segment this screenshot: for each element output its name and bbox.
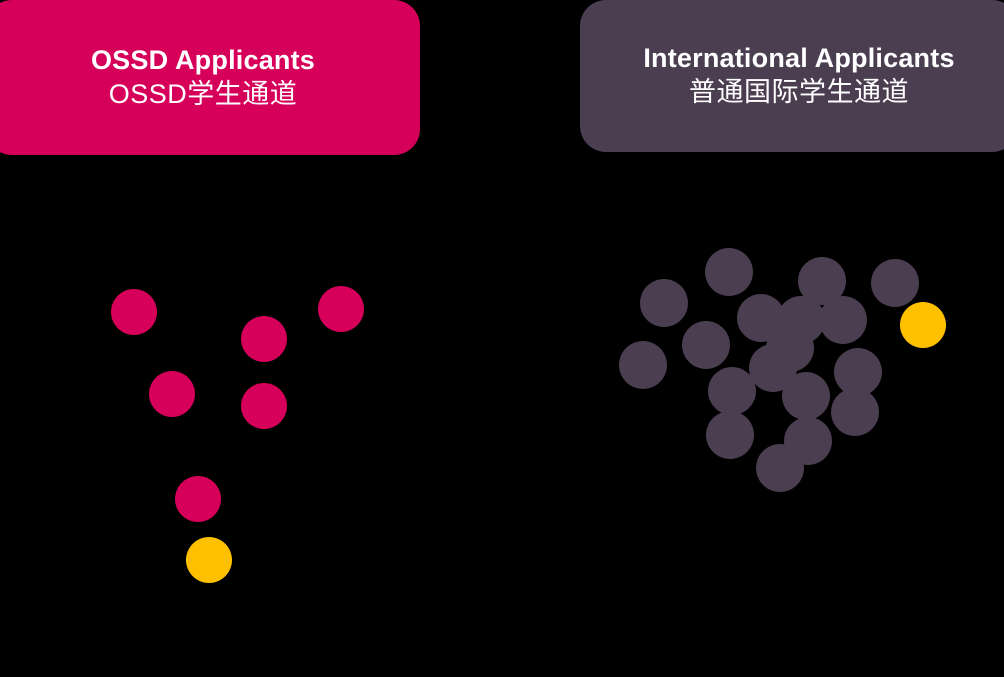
dot bbox=[640, 279, 688, 327]
dot bbox=[784, 417, 832, 465]
dot bbox=[705, 248, 753, 296]
dot bbox=[819, 296, 867, 344]
card-international-applicants[interactable]: International Applicants 普通国际学生通道 bbox=[580, 0, 1004, 152]
dot bbox=[834, 348, 882, 396]
dot bbox=[777, 296, 825, 344]
card-ossd-title-en: OSSD Applicants bbox=[90, 44, 316, 75]
dot bbox=[111, 289, 157, 335]
card-ossd-applicants[interactable]: OSSD Applicants OSSD学生通道 bbox=[0, 0, 420, 155]
dot-highlight bbox=[900, 302, 946, 348]
card-international-title-zh: 普通国际学生通道 bbox=[689, 77, 909, 107]
dot bbox=[766, 324, 814, 372]
dot bbox=[175, 476, 221, 522]
dot bbox=[619, 341, 667, 389]
card-ossd-title-zh: OSSD学生通道 bbox=[108, 78, 298, 109]
card-international-title-en: International Applicants bbox=[643, 43, 955, 74]
dot bbox=[318, 286, 364, 332]
dot bbox=[756, 444, 804, 492]
dot bbox=[682, 321, 730, 369]
dot bbox=[737, 294, 785, 342]
dot bbox=[708, 367, 756, 415]
dot bbox=[871, 259, 919, 307]
dot bbox=[241, 383, 287, 429]
dot bbox=[749, 344, 797, 392]
dot bbox=[706, 411, 754, 459]
dot bbox=[149, 371, 195, 417]
dot bbox=[782, 372, 830, 420]
dot bbox=[831, 388, 879, 436]
dot bbox=[241, 316, 287, 362]
dot bbox=[798, 257, 846, 305]
dot-highlight bbox=[186, 537, 232, 583]
